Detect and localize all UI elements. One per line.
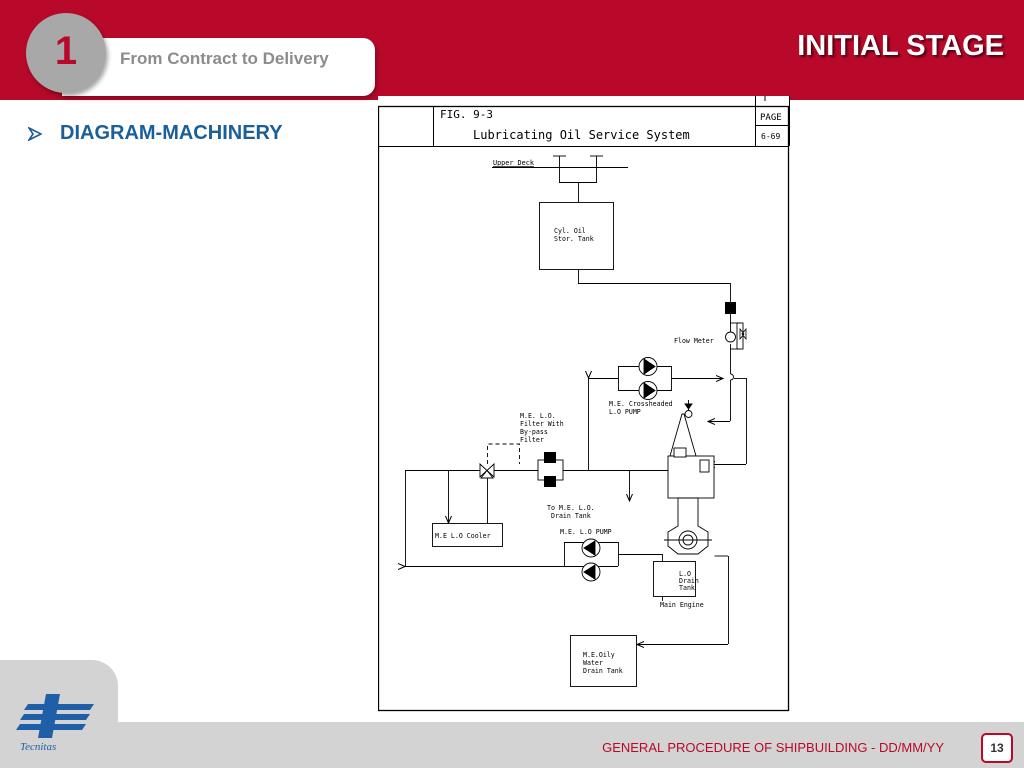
fig-number: FIG. 9-3 bbox=[440, 108, 493, 121]
me-lo-cooler bbox=[432, 523, 503, 547]
cyl-oil-storage-tank bbox=[539, 202, 614, 270]
label-lo-drain-2: Drain bbox=[679, 577, 699, 585]
label-lo-drain-1: L.O bbox=[679, 570, 691, 578]
equipment bbox=[432, 202, 696, 687]
label-cooler: M.E L.O Cooler bbox=[435, 532, 491, 540]
arrow-bullet-icon bbox=[28, 126, 42, 141]
label-to-drain-1: To M.E. L.O. bbox=[547, 504, 595, 512]
step-circle: 1 bbox=[26, 13, 106, 93]
label-cyl-oil-1: Cyl. Oil bbox=[554, 227, 586, 235]
label-flow-meter: Flow Meter bbox=[674, 337, 714, 345]
label-lo-drain-3: Tank bbox=[679, 584, 695, 592]
stage-title: INITIAL STAGE bbox=[797, 30, 1004, 62]
lubricating-oil-diagram: FIG. 9-3 Lubricating Oil Service System … bbox=[377, 96, 790, 712]
label-oily-tank-2: Water bbox=[583, 659, 603, 667]
crosshead-pump-icon bbox=[638, 357, 658, 400]
filter-icon bbox=[544, 452, 556, 487]
three-way-valve-icon bbox=[479, 462, 495, 479]
bullet-heading-text: DIAGRAM-MACHINERY bbox=[60, 122, 283, 144]
flow-meter-icon bbox=[725, 302, 747, 343]
label-filter-4: Filter bbox=[520, 436, 544, 444]
label-to-drain-2: Drain Tank bbox=[551, 512, 591, 520]
lo-pump-icon bbox=[581, 538, 601, 582]
diagram-labels: Upper Deck Cyl. Oil Stor. Tank Flow Mete… bbox=[435, 159, 714, 675]
footer-bar bbox=[0, 722, 1024, 768]
label-oily-tank-3: Drain Tank bbox=[583, 667, 623, 675]
tecnitas-logo-icon bbox=[16, 694, 94, 738]
page-number: 13 bbox=[990, 741, 1004, 755]
label-crosshead-pump-2: L.O PUMP bbox=[609, 408, 641, 416]
label-oily-tank-1: M.E.Oily bbox=[583, 651, 615, 659]
label-crosshead-pump-1: M.E. Crossheaded bbox=[609, 400, 673, 408]
page-label: PAGE bbox=[760, 113, 782, 123]
page-number-badge: 13 bbox=[981, 733, 1013, 763]
logo-text: Tecnitas bbox=[20, 741, 57, 753]
fig-title: Lubricating Oil Service System bbox=[473, 128, 690, 142]
section-tab: From Contract to Delivery bbox=[62, 38, 375, 96]
step-number: 1 bbox=[54, 29, 78, 73]
me-oily-water-drain-tank bbox=[570, 635, 637, 687]
bullet-heading: DIAGRAM-MACHINERY bbox=[28, 122, 283, 145]
label-main-engine: Main Engine bbox=[660, 601, 704, 609]
label-upper-deck: Upper Deck bbox=[493, 159, 534, 167]
label-filter-1: M.E. L.O. bbox=[520, 412, 556, 420]
page-value: 6-69 bbox=[761, 132, 780, 141]
label-filter-2: Filter With bbox=[520, 420, 564, 428]
lo-drain-tank bbox=[653, 561, 696, 597]
label-lo-pump: M.E. L.O PUMP bbox=[560, 528, 612, 536]
title-block bbox=[377, 96, 790, 712]
piping bbox=[405, 155, 747, 645]
label-filter-3: By-pass bbox=[520, 428, 548, 436]
section-tab-label: From Contract to Delivery bbox=[120, 49, 329, 68]
diagram-canvas: FIG. 9-3 Lubricating Oil Service System … bbox=[377, 96, 790, 712]
label-cyl-oil-2: Stor. Tank bbox=[554, 235, 594, 243]
main-engine-icon bbox=[664, 403, 715, 555]
footer-procedure-text: GENERAL PROCEDURE OF SHIPBUILDING - DD/M… bbox=[602, 740, 944, 755]
